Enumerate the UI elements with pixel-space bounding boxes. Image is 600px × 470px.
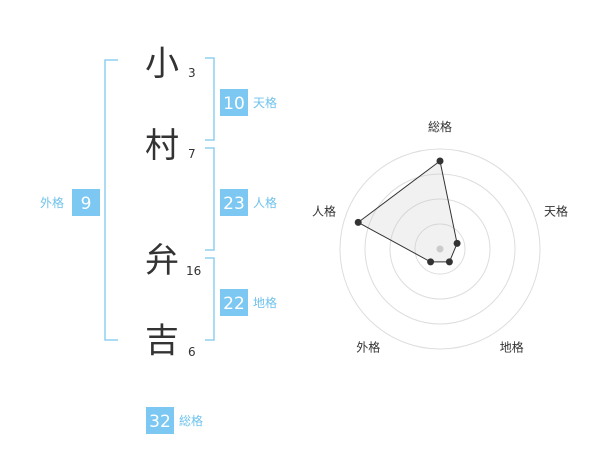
chikaku-label: 地格 [253, 295, 277, 310]
tenkaku-badge [220, 89, 248, 116]
soukaku-badge [146, 407, 174, 434]
gaikaku-bracket [104, 59, 118, 341]
jinkaku-bracket [205, 147, 215, 251]
radar-axis-label-5: 人格 [312, 203, 336, 218]
soukaku-value: 32 [149, 412, 171, 432]
radar-ring [414, 223, 466, 275]
radar-ring [364, 173, 516, 325]
jinkaku-badge [220, 189, 248, 216]
radar-center-dot [436, 245, 444, 253]
radar-axis-label-3: 地格 [500, 340, 524, 355]
radar-area [357, 160, 458, 263]
tenkaku-label: 天格 [253, 95, 277, 110]
jinkaku-value: 23 [223, 194, 245, 214]
chikaku-value: 22 [223, 294, 245, 314]
gaikaku-value: 9 [81, 194, 92, 214]
tenkaku-value: 10 [223, 94, 245, 114]
radar-point-1 [436, 157, 444, 165]
radar-axis-label-2: 天格 [544, 203, 568, 218]
radar-ring [339, 148, 541, 350]
radar-ring [389, 198, 491, 300]
radar-axis-label-1: 総格 [428, 119, 452, 134]
stroke-count-3: 16 [186, 264, 201, 278]
radar-point-4 [427, 258, 435, 266]
name-char-3: 弁 [145, 241, 179, 281]
chikaku-bracket [205, 257, 215, 341]
stroke-count-1: 3 [188, 66, 196, 80]
chikaku-badge [220, 289, 248, 316]
soukaku-label: 総格 [179, 413, 203, 428]
stroke-count-4: 6 [188, 345, 196, 359]
jinkaku-label: 人格 [253, 195, 277, 210]
name-char-2: 村 [145, 126, 179, 166]
gaikaku-badge [72, 189, 100, 216]
radar-point-3 [445, 258, 453, 266]
stroke-count-2: 7 [188, 147, 196, 161]
tenkaku-bracket [205, 57, 215, 141]
radar-point-2 [453, 239, 461, 247]
gaikaku-label: 外格 [40, 195, 64, 210]
name-char-1: 小 [145, 44, 179, 84]
radar-point-5 [354, 218, 362, 226]
radar-axis-label-4: 外格 [356, 340, 380, 355]
name-char-4: 吉 [145, 321, 179, 361]
